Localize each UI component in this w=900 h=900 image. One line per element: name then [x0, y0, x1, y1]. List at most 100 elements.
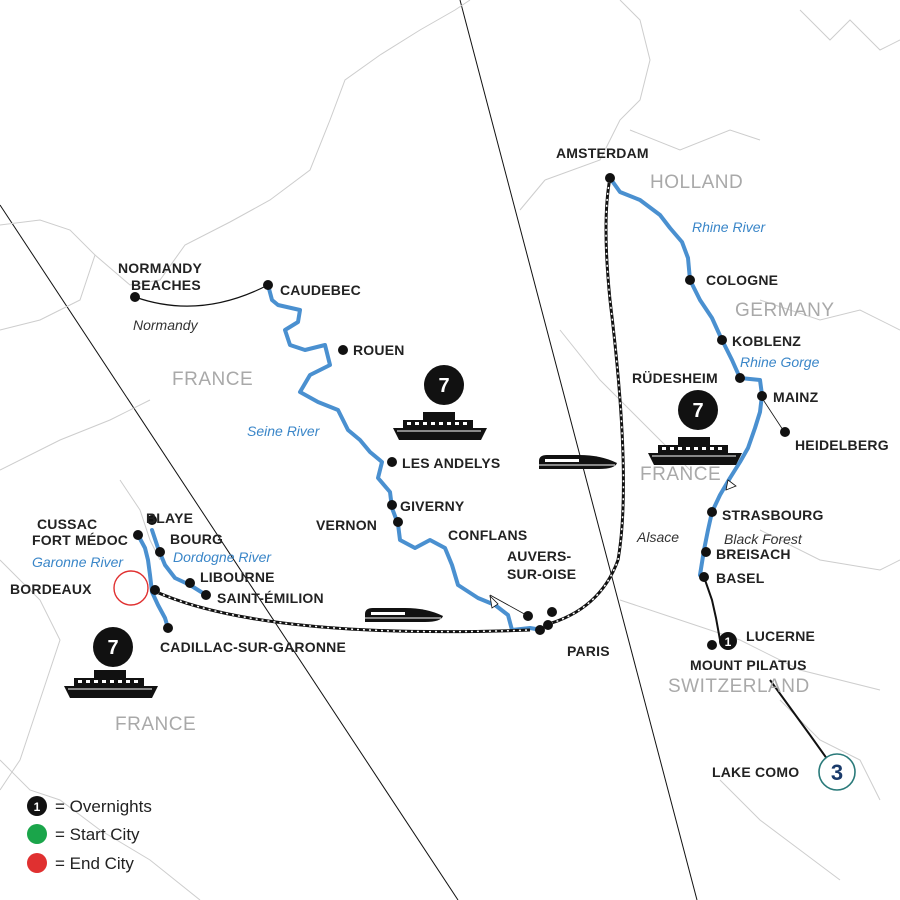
- river-label-rhine: Rhine River: [692, 219, 766, 235]
- conflans-pointer: [489, 594, 529, 617]
- city-label-basel: BASEL: [716, 570, 765, 586]
- legend-overnight-badge: [27, 796, 47, 816]
- legend-start-city-dot: [27, 824, 47, 844]
- city-dot-les-andelys: [387, 457, 397, 467]
- garonne-river-path: [136, 533, 170, 630]
- city-label-auvers-2: SUR-OISE: [507, 566, 576, 582]
- city-label-heidelberg: HEIDELBERG: [795, 437, 889, 453]
- city-dot-giverny: [387, 500, 397, 510]
- river-cruise-ship-icon: [392, 411, 488, 441]
- city-dot-vernon: [393, 517, 403, 527]
- overnight-badges: 7 7 7 1 3: [93, 365, 856, 791]
- city-dot-normandy-beaches: [130, 292, 140, 302]
- city-label-conflans: CONFLANS: [448, 527, 527, 543]
- river-cruise-ship-icon: [63, 669, 159, 699]
- river-label-seine: Seine River: [247, 423, 321, 439]
- city-label-blaye: BLAYE: [146, 510, 193, 526]
- region-labels: Normandy Alsace Black Forest: [133, 317, 803, 547]
- city-dot-libourne: [185, 578, 195, 588]
- country-label-france-south: FRANCE: [115, 714, 196, 735]
- country-labels: FRANCE FRANCE FRANCE HOLLAND GERMANY SWI…: [115, 172, 835, 735]
- city-dot-paris-2: [535, 625, 545, 635]
- city-label-fort-medoc: FORT MÉDOC: [32, 532, 128, 548]
- badge-como-nights: 3: [818, 753, 856, 791]
- svg-text:7: 7: [107, 637, 118, 659]
- river-labels: Seine River Rhine River Rhine Gorge Garo…: [32, 219, 820, 570]
- river-label-dordogne: Dordogne River: [173, 549, 272, 565]
- city-dot-conflans: [523, 611, 533, 621]
- city-label-rudesheim: RÜDESHEIM: [632, 370, 718, 386]
- city-label-lucerne: LUCERNE: [746, 628, 815, 644]
- badge-seine-nights: 7: [424, 365, 464, 405]
- city-dot-cussac: [133, 530, 143, 540]
- seine-direction-arrow: [489, 594, 499, 609]
- badge-lucerne-nights: 1: [719, 632, 737, 650]
- river-label-rhine-gorge: Rhine Gorge: [740, 354, 820, 370]
- city-labels: NORMANDY BEACHES CAUDEBEC ROUEN LES ANDE…: [10, 145, 889, 780]
- legend-end-city-dot: [27, 853, 47, 873]
- city-label-amsterdam: AMSTERDAM: [556, 145, 649, 161]
- high-speed-train-icon: [538, 454, 618, 470]
- svg-text:1: 1: [725, 635, 732, 649]
- city-dot-saint-emilion: [201, 590, 211, 600]
- city-dot-amsterdam: [605, 173, 615, 183]
- country-label-germany: GERMANY: [735, 300, 835, 321]
- city-label-cologne: COLOGNE: [706, 272, 778, 288]
- city-dot-koblenz: [717, 335, 727, 345]
- panel-dividers: [0, 0, 698, 900]
- country-label-france-east: FRANCE: [640, 464, 721, 485]
- end-city-marker-bordeaux[interactable]: [113, 570, 149, 606]
- legend-start-city-label: = Start City: [55, 825, 140, 844]
- city-label-mount-pilatus: MOUNT PILATUS: [690, 657, 807, 673]
- badge-bordeaux-nights: 7: [93, 627, 133, 667]
- heidelberg-pointer: [761, 397, 784, 431]
- city-dot-breisach: [701, 547, 711, 557]
- city-label-auvers-1: AUVERS-: [507, 548, 572, 564]
- city-dot-strasbourg: [707, 507, 717, 517]
- region-label-alsace: Alsace: [636, 529, 679, 545]
- city-label-rouen: ROUEN: [353, 342, 405, 358]
- city-label-libourne: LIBOURNE: [200, 569, 275, 585]
- legend-end-city-label: = End City: [55, 854, 134, 873]
- country-label-holland: HOLLAND: [650, 172, 743, 193]
- city-label-koblenz: KOBLENZ: [732, 333, 801, 349]
- city-label-bordeaux: BORDEAUX: [10, 581, 92, 597]
- city-label-strasbourg: STRASBOURG: [722, 507, 824, 523]
- city-label-giverny: GIVERNY: [400, 498, 465, 514]
- normandy-excursion-route: [134, 284, 269, 307]
- city-dot-basel: [699, 572, 709, 582]
- city-label-bourg: BOURG: [170, 531, 223, 547]
- direction-arrows: [489, 479, 737, 609]
- river-cruise-ship-icon: [647, 436, 743, 466]
- rail-lines: [151, 177, 625, 634]
- city-label-mainz: MAINZ: [773, 389, 819, 405]
- city-dot-caudebec: [263, 280, 273, 290]
- city-label-saint-emilion: SAINT-ÉMILION: [217, 590, 324, 606]
- legend-overnights: 1 = Overnights: [27, 796, 152, 816]
- svg-text:7: 7: [438, 375, 449, 397]
- city-dot-bordeaux: [150, 585, 160, 595]
- legend: 1 = Overnights = Start City = End City: [27, 796, 152, 873]
- city-dot-blaye: [147, 515, 157, 525]
- city-dot-mount-pilatus: [707, 640, 717, 650]
- city-dot-mainz: [757, 391, 767, 401]
- city-label-normandy-beaches-2: BEACHES: [131, 277, 201, 293]
- city-dot-heidelberg: [780, 427, 790, 437]
- legend-end-city: = End City: [27, 853, 134, 873]
- city-label-caudebec: CAUDEBEC: [280, 282, 361, 298]
- region-label-normandy: Normandy: [133, 317, 199, 333]
- city-label-les-andelys: LES ANDELYS: [402, 455, 500, 471]
- svg-text:3: 3: [831, 760, 843, 785]
- rhine-direction-arrow: [725, 479, 737, 491]
- city-dot-bourg: [155, 547, 165, 557]
- city-markers: [130, 173, 790, 650]
- city-label-breisach: BREISACH: [716, 546, 791, 562]
- city-label-lake-como: LAKE COMO: [712, 764, 799, 780]
- region-label-black-forest: Black Forest: [724, 531, 803, 547]
- badge-rhine-nights: 7: [678, 390, 718, 430]
- city-dot-rouen: [338, 345, 348, 355]
- city-dot-rudesheim: [735, 373, 745, 383]
- city-dot-paris: [543, 620, 553, 630]
- seine-river-path: [266, 283, 544, 632]
